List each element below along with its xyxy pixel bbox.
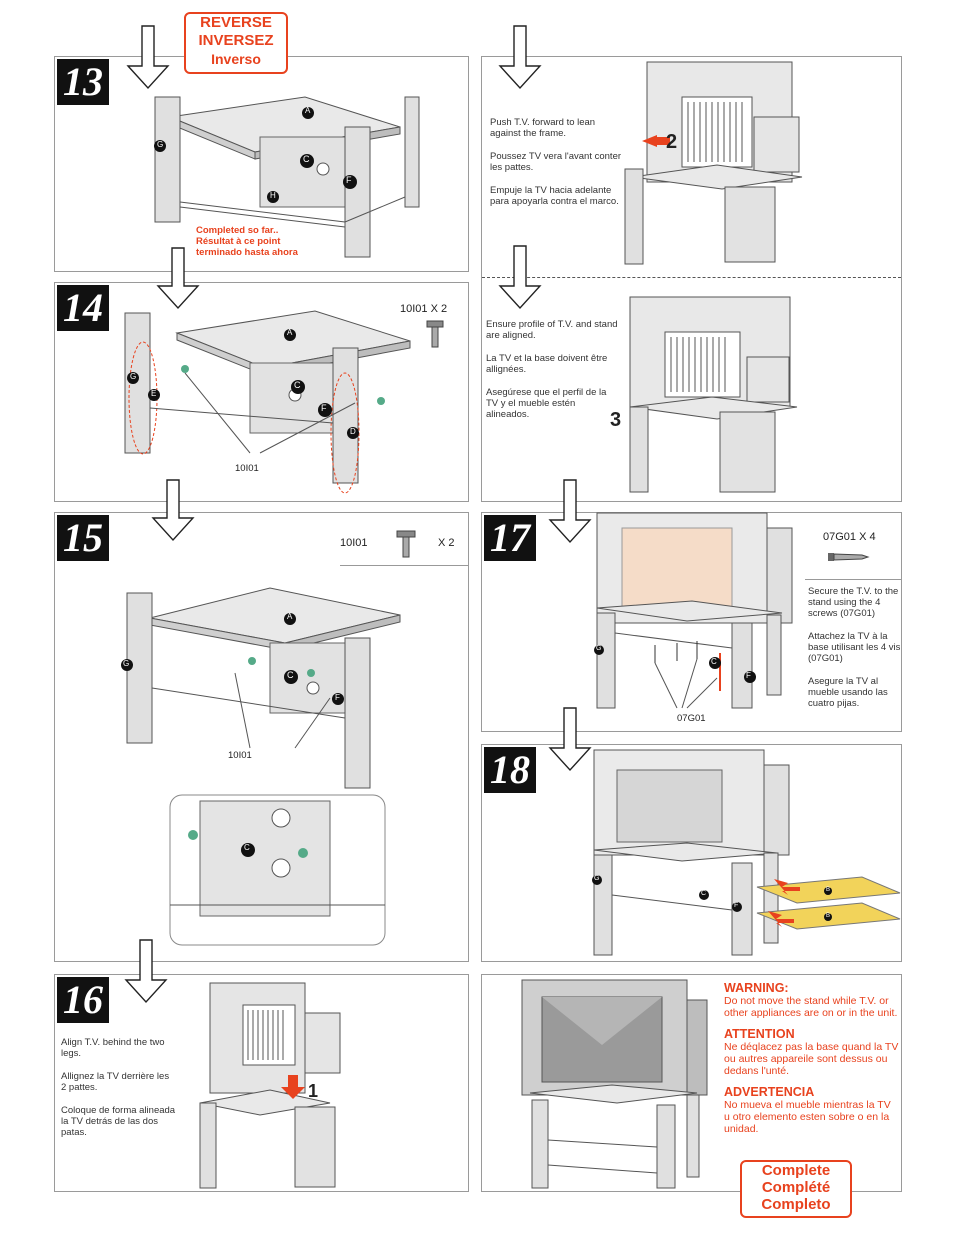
label-c: C (303, 154, 310, 164)
step-number: 14 (57, 285, 109, 331)
table-drawing (154, 96, 420, 258)
step-number: 15 (57, 515, 109, 561)
push-ensure-panel: Push T.V. forward to lean against the fr… (481, 56, 902, 502)
complete-badge: Complete Complété Completo (740, 1160, 852, 1218)
label-f: F (335, 693, 340, 702)
part-label: 10I01 (235, 463, 259, 474)
bolt-icon (396, 530, 416, 558)
step-17-panel: 17 07G01 X 4 Secure the T.V. to the stan… (481, 512, 902, 732)
tv-push-drawing (624, 61, 803, 493)
down-arrow-icon (126, 25, 170, 90)
label-e: E (151, 389, 157, 398)
step-14-panel: 14 10I01 X 2 A (54, 282, 469, 502)
label-a: A (305, 106, 311, 115)
step-number: 16 (57, 977, 109, 1023)
down-arrow-icon (548, 707, 592, 772)
label-c-detail: C (244, 843, 250, 852)
step-number: 13 (57, 59, 109, 105)
tv-screws-drawing (594, 512, 793, 709)
instruction-sheet: 13 A C F G H (42, 0, 914, 1225)
part-label: 10I01 (228, 750, 252, 761)
part-quantity: 10I01 X 2 (400, 303, 448, 315)
down-arrow-icon (124, 939, 168, 1004)
push-text: Push T.V. forward to lean against the fr… (490, 117, 622, 207)
down-arrow-icon (156, 247, 200, 310)
label-f: F (346, 175, 352, 185)
label-a: A (287, 328, 293, 337)
down-arrow-icon (498, 245, 542, 310)
warning-panel: WARNING: Do not move the stand while T.V… (481, 974, 902, 1192)
label-c: C (287, 670, 294, 680)
step-16-panel: 16 Align T.V. behind the two legs. Allig… (54, 974, 469, 1192)
part-code: 10I01 (340, 537, 368, 549)
table-drawing (124, 310, 411, 494)
label-f: F (321, 403, 327, 413)
label-g: G (594, 875, 600, 882)
label-g: G (123, 659, 130, 668)
label-b-upper: B (826, 887, 831, 893)
label-c: C (701, 890, 707, 897)
label-c: C (711, 657, 717, 666)
step-marker-1: 1 (308, 1081, 319, 1101)
part-quantity: 07G01 X 4 (823, 531, 876, 543)
step-13-panel: 13 A C F G H (54, 56, 469, 272)
label-a: A (287, 612, 293, 621)
part-label: 07G01 (677, 713, 706, 724)
table-drawing (121, 587, 401, 946)
bolt-icon (426, 320, 444, 348)
ensure-text: Ensure profile of T.V. and stand are ali… (486, 319, 618, 420)
divider (340, 565, 468, 566)
completed-so-far-note: Completed so far.. Résultat à ce point t… (196, 225, 298, 258)
section-divider (482, 277, 901, 278)
divider (805, 579, 901, 580)
label-d: D (350, 427, 356, 436)
label-b-lower: B (826, 913, 831, 919)
label-f: F (734, 902, 739, 909)
label-h: H (270, 191, 276, 200)
step-17-text: Secure the T.V. to the stand using the 4… (808, 586, 901, 709)
label-g: G (596, 645, 602, 652)
tv-behind-stand-drawing (199, 982, 341, 1189)
reverse-note: REVERSE INVERSEZ Inverso (184, 12, 288, 74)
step-marker-2: 2 (666, 131, 678, 153)
warning-text: WARNING: Do not move the stand while T.V… (724, 981, 899, 1135)
label-c: C (294, 380, 301, 390)
down-arrow-icon (498, 25, 542, 90)
step-16-text: Align T.V. behind the two legs. Allignez… (61, 1037, 176, 1138)
step-marker-3: 3 (610, 409, 622, 431)
step-number: 18 (484, 747, 536, 793)
down-arrow-icon (151, 479, 195, 542)
step-number: 17 (484, 515, 536, 561)
step-15-panel: 15 10I01 X 2 (54, 512, 469, 962)
part-quantity: X 2 (438, 537, 455, 549)
label-f: F (746, 671, 751, 680)
screw-icon (828, 553, 870, 561)
tv-shelves-drawing (592, 749, 901, 956)
finished-tv-stand-drawing (521, 979, 708, 1189)
down-arrow-icon (548, 479, 592, 544)
label-g: G (130, 372, 137, 381)
step-18-panel: 18 G C F B B (481, 744, 902, 962)
label-g: G (157, 140, 164, 149)
